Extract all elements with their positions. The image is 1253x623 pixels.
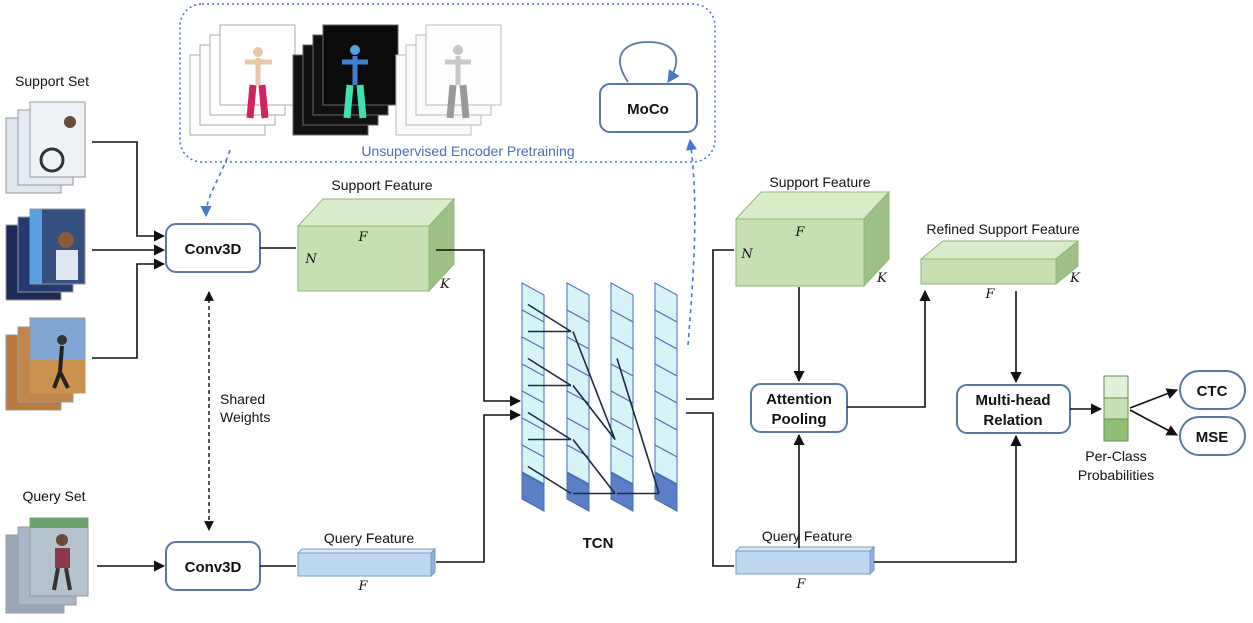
support-feature-left-cube	[296, 197, 456, 293]
tcn-connection	[616, 358, 660, 494]
refined-dim-K: K	[1069, 271, 1081, 286]
query-right-dim-F: F	[795, 577, 806, 592]
support-feature-left-label: Support Feature	[331, 177, 432, 193]
moco-loop-arrow	[619, 41, 680, 84]
support-right-dim-F: F	[794, 225, 805, 240]
pretrain-to-encoder-arrow	[200, 149, 231, 218]
probs-to-mse-arrow	[1129, 409, 1178, 436]
tcn-to-moco-arrow	[685, 138, 697, 346]
multihead-line2: Relation	[983, 412, 1042, 429]
support-set-label: Support Set	[15, 73, 89, 89]
support-left-dim-K: K	[439, 277, 451, 292]
pretraining-region	[179, 3, 716, 163]
support-left-dim-N: N	[304, 252, 317, 267]
tcn-block	[521, 282, 678, 512]
tcn-column	[521, 282, 545, 512]
tcn-connection	[527, 357, 572, 387]
pretraining-caption: Unsupervised Encoder Pretraining	[361, 143, 574, 159]
per-class-probabilities-bar	[1103, 375, 1129, 442]
multihead-line1: Multi-head	[976, 392, 1051, 409]
query-feature-left-bar	[296, 547, 437, 578]
tcn-column	[566, 282, 590, 512]
tcn-connection	[527, 303, 572, 333]
support-clip-3	[5, 317, 86, 411]
refined-support-feature-bar	[919, 239, 1080, 286]
tcn-to-query-feature-line	[686, 412, 734, 567]
query-feature-left-label: Query Feature	[324, 530, 414, 546]
query-feature-right-label: Query Feature	[762, 528, 852, 544]
refined-support-feature-label: Refined Support Feature	[926, 221, 1080, 237]
support-feature-right-label: Support Feature	[769, 174, 870, 190]
tcn-column	[654, 282, 678, 512]
query-feature-to-tcn-arrow	[436, 409, 522, 563]
support-clip-1	[5, 101, 86, 194]
pose-frames-rgb	[189, 24, 296, 136]
moco-box	[599, 83, 698, 133]
query-clip	[5, 517, 89, 614]
tcn-connection	[572, 439, 616, 494]
probs-to-ctc-arrow	[1129, 388, 1179, 409]
conv3d-bottom-label: Conv3D	[185, 559, 242, 576]
per-class-line1: Per-Class	[1085, 448, 1146, 464]
shared-weights-line1: Shared	[220, 391, 265, 407]
tcn-connection	[527, 465, 572, 495]
mse-label: MSE	[1196, 429, 1229, 446]
support-right-dim-K: K	[876, 271, 888, 286]
attention-to-refined-arrow	[847, 289, 931, 408]
tcn-to-support-feature-line	[686, 249, 734, 400]
tcn-column	[610, 282, 634, 512]
refined-dim-F: F	[984, 287, 995, 302]
tcn-connection	[572, 331, 616, 440]
support-clip3-arrow	[92, 258, 166, 359]
support-feature-to-tcn-arrow	[436, 249, 522, 407]
conv3d-top-label: Conv3D	[185, 241, 242, 258]
support-left-dim-F: F	[357, 230, 368, 245]
attention-pooling-line1: Attention	[766, 391, 832, 408]
tcn-connection	[572, 385, 616, 440]
support-clip1-arrow	[92, 141, 166, 242]
shared-weights-line2: Weights	[220, 409, 270, 425]
pose-frames-dark	[292, 24, 399, 136]
per-class-line2: Probabilities	[1078, 467, 1154, 483]
mse-node	[1179, 416, 1246, 456]
attention-pooling-box	[750, 383, 848, 433]
tcn-connection	[527, 411, 572, 441]
support-feature-right-cube	[734, 190, 891, 288]
attention-pooling-line2: Pooling	[772, 411, 827, 428]
moco-label: MoCo	[627, 101, 669, 118]
support-clip-2	[5, 208, 86, 301]
ctc-node	[1179, 370, 1246, 410]
ctc-label: CTC	[1197, 383, 1228, 400]
query-to-multihead-arrow	[874, 434, 1022, 563]
query-set-label: Query Set	[22, 488, 85, 504]
support-right-dim-N: N	[740, 247, 753, 262]
tcn-label: TCN	[583, 535, 614, 552]
query-left-dim-F: F	[357, 579, 368, 594]
pose-frames-gray	[395, 24, 502, 136]
query-feature-right-bar	[734, 545, 876, 576]
